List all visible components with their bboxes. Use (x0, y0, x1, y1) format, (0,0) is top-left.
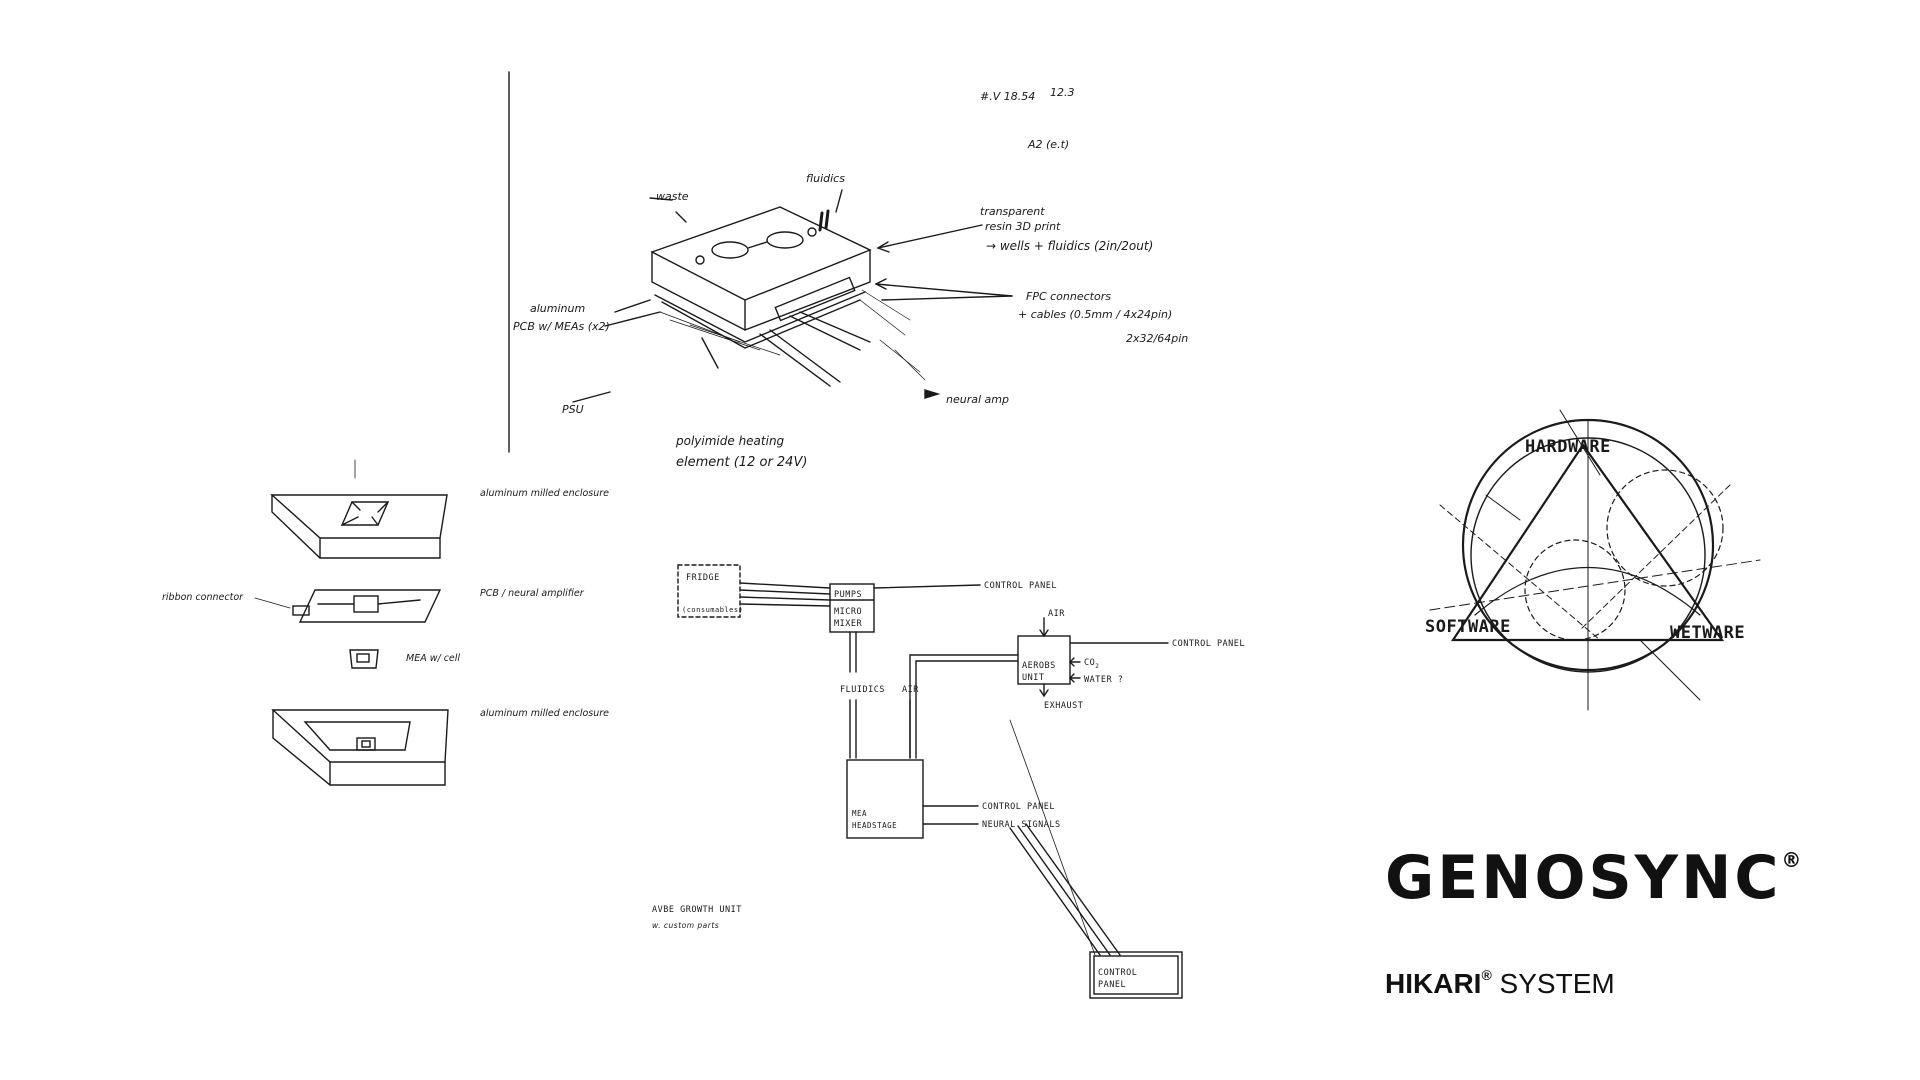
air-top-label: AIR (1048, 609, 1065, 619)
control-panel-label-3: CONTROL PANEL (982, 802, 1055, 812)
control-box-label-1: CONTROL (1098, 968, 1137, 978)
genosync-logo: GENOSYNC® (1385, 848, 1801, 908)
fridge-label: FRIDGE (686, 573, 720, 583)
label-aluminum: aluminum (530, 302, 585, 315)
label-waste: waste (656, 190, 689, 203)
note-1: #.V 18.54 (980, 90, 1035, 103)
label-aluminum-top: aluminum milled enclosure (480, 488, 609, 499)
note-2: 12.3 (1050, 86, 1075, 99)
label-pcb: PCB w/ MEAs (x2) (513, 320, 610, 333)
label-cables: + cables (0.5mm / 4x24pin) (1018, 308, 1172, 321)
hikari-system-label: HIKARI® SYSTEM (1385, 967, 1615, 999)
triad-software: SOFTWARE (1425, 617, 1511, 637)
co2-label: CO2 (1084, 658, 1099, 670)
label-resin: resin 3D print (985, 220, 1061, 233)
triad-symbol (1429, 409, 1761, 711)
label-transparent: transparent (980, 205, 1045, 218)
headstage-label: HEADSTAGE (852, 821, 897, 830)
system-bold: HIKARI (1385, 968, 1482, 999)
triad-hardware: HARDWARE (1525, 437, 1611, 457)
label-psu: PSU (562, 403, 584, 416)
air-label: AIR (902, 685, 919, 695)
system-reg: ® (1481, 967, 1492, 983)
label-element: element (12 or 24V) (676, 455, 807, 470)
aerobs-label: AEROBS (1022, 661, 1056, 671)
exploded-view (254, 459, 449, 786)
flow-diagram (677, 564, 1183, 999)
system-rest: SYSTEM (1491, 968, 1615, 999)
control-panel-label-1: CONTROL PANEL (984, 581, 1057, 591)
pumps-label: PUMPS (834, 590, 862, 600)
label-ribbon: ribbon connector (162, 592, 244, 603)
micro-label: MICRO (834, 607, 862, 617)
label-neural-amp: neural amp (946, 393, 1009, 406)
label-fpc: FPC connectors (1026, 290, 1111, 303)
control-box-label-2: PANEL (1098, 980, 1126, 990)
label-wells: → wells + fluidics (2in/2out) (986, 239, 1153, 253)
brand-reg: ® (1781, 848, 1802, 872)
consumables-label: (consumables) (682, 606, 743, 614)
label-pcb-amp: PCB / neural amplifier (480, 588, 585, 599)
chip-sketch (508, 71, 1013, 453)
label-mea: MEA w/ cell (406, 653, 460, 664)
brand-name: GENOSYNC (1385, 843, 1782, 913)
label-polyimide: polyimide heating (675, 434, 785, 448)
growth-sub-label: w. custom parts (652, 921, 719, 930)
mixer-label: MIXER (834, 619, 862, 629)
water-label: WATER ? (1084, 675, 1123, 685)
unit-label: UNIT (1022, 673, 1044, 683)
triad-wetware: WETWARE (1670, 623, 1745, 643)
neural-signals-label: NEURAL SIGNALS (982, 820, 1061, 830)
control-panel-label-2: CONTROL PANEL (1172, 639, 1245, 649)
fluidics-label: FLUIDICS (840, 685, 885, 695)
label-aluminum-bottom: aluminum milled enclosure (480, 708, 609, 719)
growth-unit-label: AVBE GROWTH UNIT (652, 905, 742, 915)
note-3: A2 (e.t) (1027, 138, 1069, 151)
label-fluidics: fluidics (806, 172, 845, 185)
label-pin: 2x32/64pin (1126, 332, 1188, 345)
exhaust-label: EXHAUST (1044, 701, 1083, 711)
mea-label: MEA (852, 809, 867, 818)
